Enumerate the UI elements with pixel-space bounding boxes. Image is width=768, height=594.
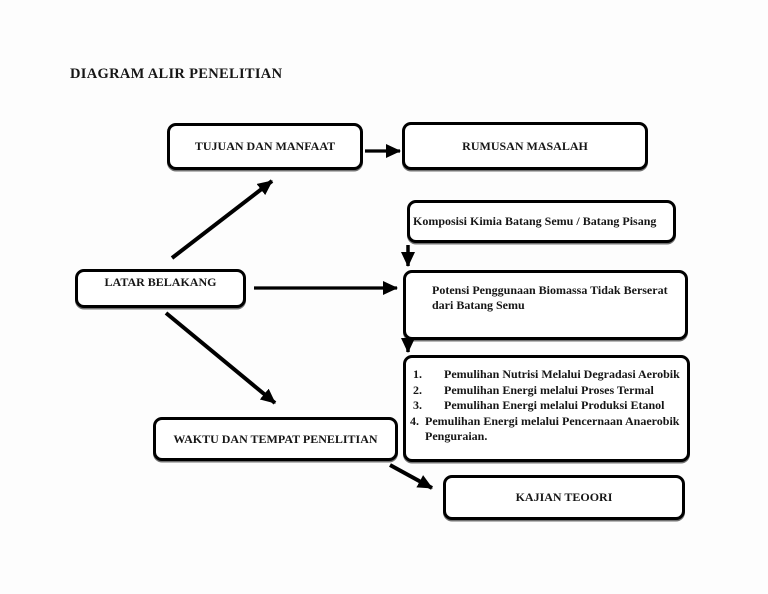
arrow-latar-to-waktu <box>164 311 277 405</box>
node-latar-label: LATAR BELAKANG <box>104 275 217 289</box>
node-kajian-label: KAJIAN TEOORI <box>515 490 613 504</box>
list-item: 4. Pemulihan Energi melalui Pencernaan A… <box>410 414 685 430</box>
list-item-text: Pemulihan Nutrisi Melalui Degradasi Aero… <box>444 367 680 381</box>
list-item-number: 1. <box>413 367 422 381</box>
list-item-number: 4. <box>410 413 419 428</box>
list-item: 1. Pemulihan Nutrisi Melalui Degradasi A… <box>410 367 685 383</box>
node-waktu-dan-tempat: WAKTU DAN TEMPAT PENELITIAN <box>153 417 398 461</box>
arrow-waktu-to-kajian <box>389 463 433 490</box>
diagram-title: DIAGRAM ALIR PENELITIAN <box>70 66 283 82</box>
list-item-number: 3. <box>413 398 422 412</box>
node-waktu-label: WAKTU DAN TEMPAT PENELITIAN <box>173 431 378 446</box>
node-tujuan-label: TUJUAN DAN MANFAAT <box>194 139 336 153</box>
node-latar-belakang: LATAR BELAKANG <box>75 269 246 308</box>
node-potensi-label-line2: dari Batang Semu <box>432 298 525 312</box>
node-potensi-label-line1: Potensi Penggunaan Biomassa Tidak Berser… <box>432 283 668 297</box>
list-item-text: Pemulihan Energi melalui Pencernaan Anae… <box>425 413 680 428</box>
list-item-continuation: Penguraian. <box>425 429 488 443</box>
list-item-text: Pemulihan Energi melalui Proses Termal <box>444 382 654 397</box>
list-item: 2. Pemulihan Energi melalui Proses Terma… <box>410 383 685 399</box>
list-item: 3. Pemulihan Energi melalui Produksi Eta… <box>410 398 685 414</box>
list-item-number: 2. <box>413 382 422 397</box>
node-komposisi-kimia: Komposisi Kimia Batang Semu / Batang Pis… <box>407 200 676 243</box>
node-potensi-biomassa: Potensi Penggunaan Biomassa Tidak Berser… <box>403 270 688 340</box>
list-item-text: Pemulihan Energi melalui Produksi Etanol <box>444 398 665 412</box>
node-tujuan-dan-manfaat: TUJUAN DAN MANFAAT <box>167 123 363 170</box>
node-rumusan-label: RUMUSAN MASALAH <box>462 138 588 153</box>
node-komposisi-label: Komposisi Kimia Batang Semu / Batang Pis… <box>413 214 657 228</box>
node-pemulihan-list: 1. Pemulihan Nutrisi Melalui Degradasi A… <box>403 355 690 462</box>
arrow-latar-to-tujuan <box>170 179 274 260</box>
node-kajian-teoori: KAJIAN TEOORI <box>443 475 685 520</box>
node-rumusan-masalah: RUMUSAN MASALAH <box>402 122 648 170</box>
